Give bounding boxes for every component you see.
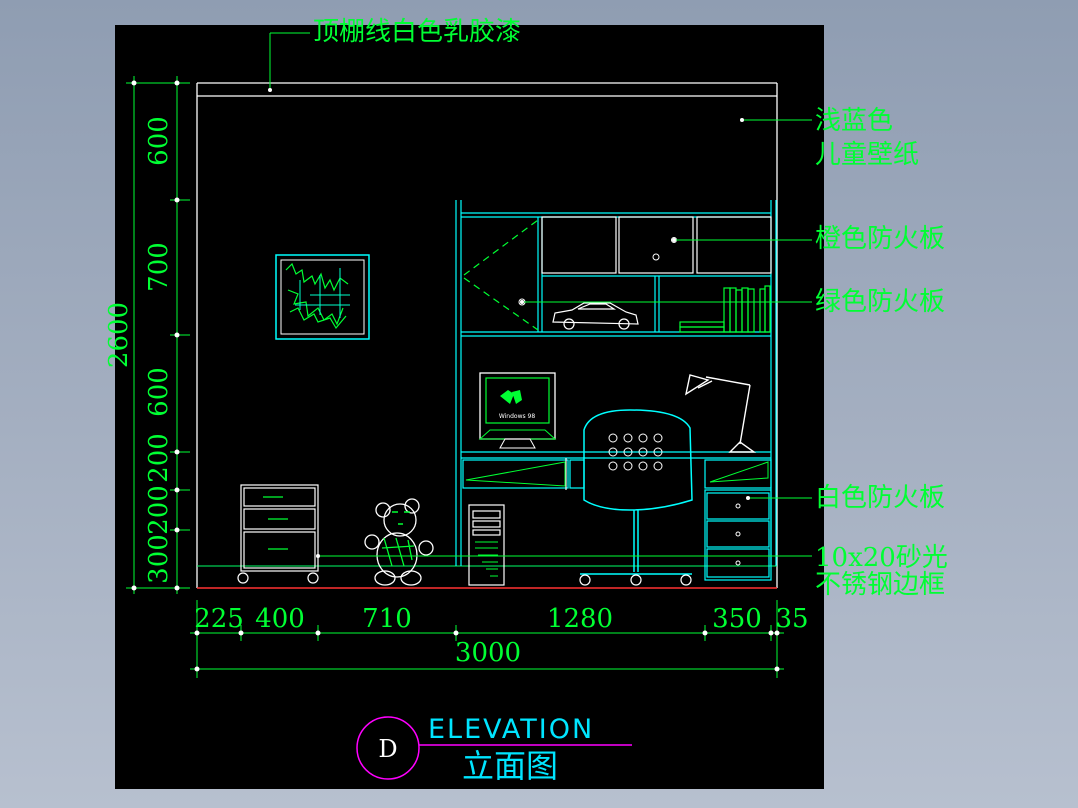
dim-h-seg-2: 400 (255, 604, 305, 634)
title-english: ELEVATION (428, 714, 594, 745)
dim-h-seg-1: 225 (194, 604, 244, 634)
title-block: D ELEVATION 立面图 (356, 714, 632, 785)
teddy-bear-overalls (381, 537, 415, 567)
drawer-cabinet-left (237, 484, 319, 584)
dim-v-seg-5: 200 (144, 485, 174, 535)
orange-board-label: 橙色防火板 (815, 224, 945, 254)
dim-v-seg-4: 200 (144, 433, 174, 483)
drawer-unit-right (704, 489, 772, 581)
toy-car (552, 302, 639, 330)
vertical-dimension-ticks (131, 80, 180, 591)
dim-v-seg-1: 600 (144, 116, 174, 166)
horizontal-dimension-lines (190, 600, 784, 678)
title-chinese: 立面图 (462, 747, 558, 785)
dim-h-seg-4: 1280 (547, 604, 613, 634)
wallpaper-label-line2: 儿童壁纸 (815, 140, 919, 170)
chair-buttons (608, 433, 663, 471)
horizontal-dimension-ticks (194, 630, 780, 672)
dim-h-seg-5: 350 (712, 604, 762, 634)
chair-wheels (579, 574, 692, 586)
glass-door-lines (463, 219, 539, 331)
monitor: Windows 98 (478, 372, 557, 449)
dim-h-total: 3000 (455, 638, 521, 668)
dim-v-seg-2: 700 (144, 242, 174, 292)
monitor-text: Windows 98 (499, 413, 536, 420)
books (679, 285, 771, 333)
green-board-label: 绿色防火板 (815, 287, 945, 317)
teddy-bear (364, 498, 434, 586)
section-marker-circle (356, 716, 420, 780)
dim-h-seg-6: 35 (775, 604, 808, 634)
dim-v-seg-3: 600 (144, 367, 174, 417)
room-outline (196, 82, 778, 588)
pc-tower-vent (475, 541, 498, 577)
desk-panel-lines (465, 461, 769, 487)
dim-h-seg-3: 710 (362, 604, 412, 634)
leader-dots (268, 88, 750, 558)
drawer-knobs-right (735, 503, 741, 566)
section-marker-letter: D (378, 735, 397, 763)
leader-lines (269, 32, 812, 557)
dim-v-seg-6: 300 (144, 534, 174, 584)
desk-lamp (684, 374, 757, 453)
teddy-bear-face (392, 511, 410, 525)
ceiling-label: 顶棚线白色乳胶漆 (313, 17, 521, 47)
dim-v-total: 2600 (104, 302, 134, 368)
wallpaper-label-line1: 浅蓝色 (815, 106, 893, 136)
steel-frame-label-line1: 10x20砂光 (815, 543, 948, 573)
drawing-canvas (115, 25, 824, 789)
wall-picture (275, 254, 370, 340)
pc-tower (468, 504, 505, 586)
office-chair (580, 409, 693, 575)
steel-frame-label-line2: 不锈钢边框 (815, 570, 945, 600)
white-board-label: 白色防火板 (815, 483, 945, 513)
